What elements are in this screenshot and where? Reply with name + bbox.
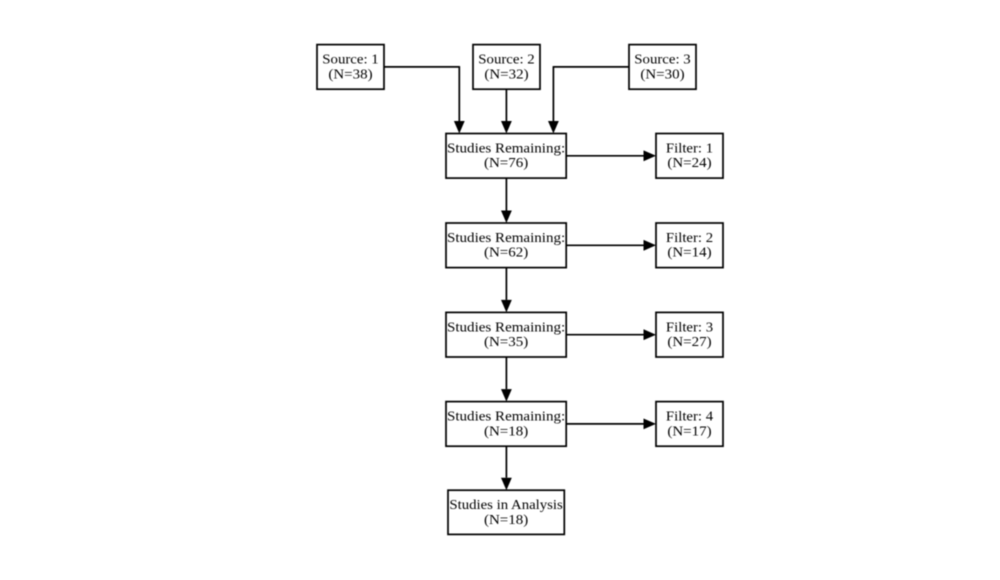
svg-text:Filter: 2: Filter: 2 bbox=[666, 231, 713, 246]
svg-text:(N=76): (N=76) bbox=[484, 156, 529, 171]
svg-text:Source: 3: Source: 3 bbox=[634, 53, 690, 68]
svg-text:(N=62): (N=62) bbox=[484, 246, 529, 261]
svg-text:Filter: 3: Filter: 3 bbox=[666, 320, 713, 335]
svg-text:Studies Remaining:: Studies Remaining: bbox=[447, 231, 565, 246]
svg-text:(N=32): (N=32) bbox=[484, 67, 529, 82]
svg-text:Studies Remaining:: Studies Remaining: bbox=[447, 320, 565, 335]
svg-text:Studies Remaining:: Studies Remaining: bbox=[447, 410, 565, 425]
svg-text:(N=24): (N=24) bbox=[667, 156, 712, 171]
svg-text:(N=18): (N=18) bbox=[484, 513, 529, 528]
svg-text:(N=17): (N=17) bbox=[667, 424, 712, 439]
svg-text:Filter: 4: Filter: 4 bbox=[666, 410, 713, 425]
svg-text:Source: 1: Source: 1 bbox=[322, 53, 378, 68]
svg-text:(N=14): (N=14) bbox=[667, 246, 712, 261]
svg-text:Source: 2: Source: 2 bbox=[478, 53, 534, 68]
svg-text:(N=38): (N=38) bbox=[328, 67, 373, 82]
svg-text:(N=35): (N=35) bbox=[484, 335, 529, 350]
svg-text:(N=27): (N=27) bbox=[667, 335, 712, 350]
svg-text:Filter: 1: Filter: 1 bbox=[666, 141, 713, 156]
svg-text:Studies Remaining:: Studies Remaining: bbox=[447, 141, 565, 156]
svg-text:(N=18): (N=18) bbox=[484, 424, 529, 439]
svg-text:Studies in Analysis: Studies in Analysis bbox=[449, 498, 562, 513]
svg-text:(N=30): (N=30) bbox=[640, 67, 685, 82]
